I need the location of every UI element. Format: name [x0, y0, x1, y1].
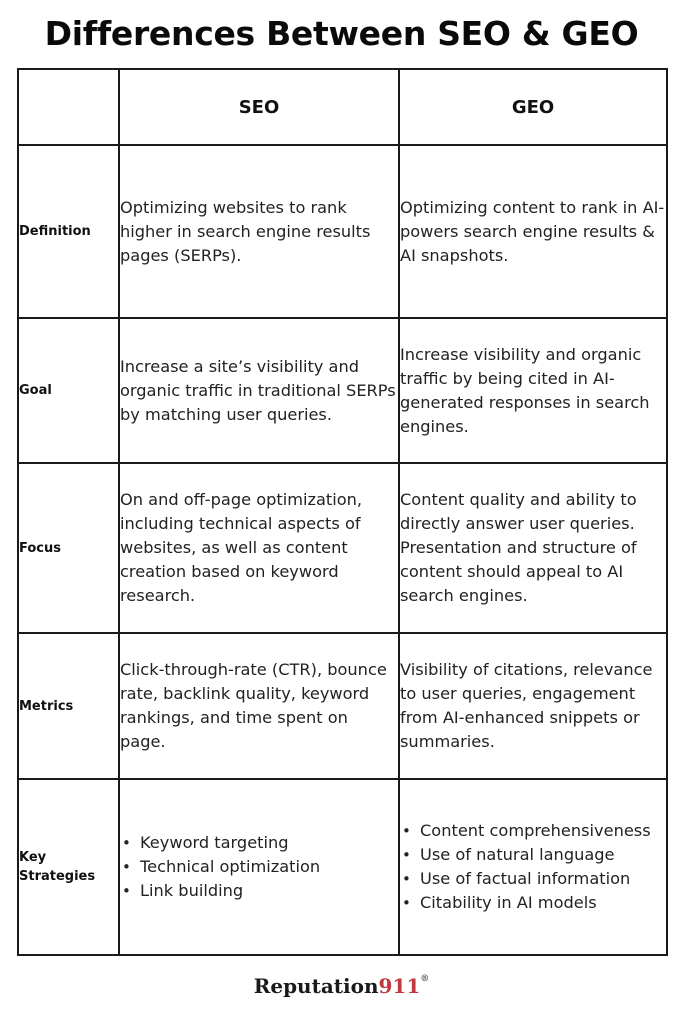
seo-cell: Increase a site’s visibility and organic…: [118, 317, 400, 464]
table-row-definition: Definition Optimizing websites to rank h…: [17, 144, 668, 319]
row-label: Metrics: [17, 632, 120, 780]
list-item: Content comprehensiveness: [402, 819, 666, 843]
geo-strategy-list: Content comprehensiveness Use of natural…: [400, 819, 666, 915]
seo-cell: Keyword targeting Technical optimization…: [118, 778, 400, 956]
seo-cell: Click-through-rate (CTR), bounce rate, b…: [118, 632, 400, 780]
row-label: Definition: [17, 144, 120, 319]
list-item: Link building: [122, 879, 398, 903]
registered-mark-icon: ®: [420, 974, 430, 984]
seo-cell: On and off-page optimization, including …: [118, 462, 400, 634]
list-item: Technical optimization: [122, 855, 398, 879]
comparison-table: SEO GEO Definition Optimizing websites t…: [17, 68, 668, 956]
table-header-row: SEO GEO: [17, 68, 668, 146]
header-empty: [17, 68, 120, 146]
row-label: Key Strategies: [17, 778, 120, 956]
page-title: Differences Between SEO & GEO: [44, 14, 639, 53]
seo-cell: Optimizing websites to rank higher in se…: [118, 144, 400, 319]
table-row-focus: Focus On and off-page optimization, incl…: [17, 462, 668, 634]
list-item: Use of factual information: [402, 867, 666, 891]
brand-text: Reputation: [253, 974, 379, 998]
header-seo: SEO: [118, 68, 400, 146]
row-label: Focus: [17, 462, 120, 634]
row-label-line: Strategies: [19, 869, 96, 884]
geo-cell: Content quality and ability to directly …: [398, 462, 668, 634]
geo-cell: Optimizing content to rank in AI-powers …: [398, 144, 668, 319]
list-item: Use of natural language: [402, 843, 666, 867]
list-item: Citability in AI models: [402, 891, 666, 915]
row-label-line: Key: [19, 850, 47, 865]
row-label: Goal: [17, 317, 120, 464]
seo-strategy-list: Keyword targeting Technical optimization…: [120, 831, 398, 903]
table-row-metrics: Metrics Click-through-rate (CTR), bounce…: [17, 632, 668, 780]
geo-cell: Visibility of citations, relevance to us…: [398, 632, 668, 780]
brand-number: 911: [378, 974, 421, 998]
header-geo: GEO: [398, 68, 668, 146]
brand-logo: Reputation911®: [0, 974, 683, 998]
list-item: Keyword targeting: [122, 831, 398, 855]
table-row-goal: Goal Increase a site’s visibility and or…: [17, 317, 668, 464]
geo-cell: Content comprehensiveness Use of natural…: [398, 778, 668, 956]
geo-cell: Increase visibility and organic traffic …: [398, 317, 668, 464]
table-row-key-strategies: Key Strategies Keyword targeting Technic…: [17, 778, 668, 956]
